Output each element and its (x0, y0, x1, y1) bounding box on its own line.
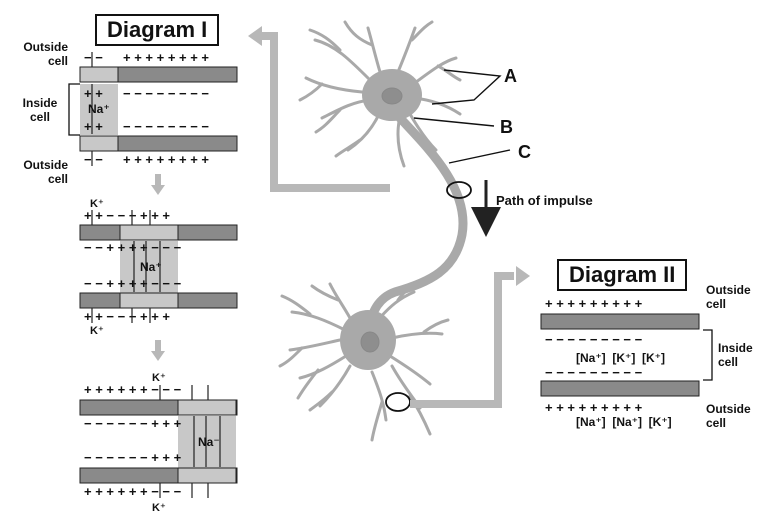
outside-cell-label-top: Outside cell (23, 40, 68, 68)
svg-text:− − − − − − − − −: − − − − − − − − − (545, 365, 643, 380)
step-arrows (151, 174, 165, 361)
label-a: A (504, 66, 517, 86)
k-label-3b: K⁺ (152, 502, 166, 514)
svg-text:+ +: + + (84, 86, 103, 101)
k-label-2b: K⁺ (90, 325, 104, 337)
label-pointers (413, 69, 511, 164)
d1-panel-3: + + + + + + − − − − − − − − − + + + − − … (79, 372, 238, 514)
d2-panel: + + + + + + + + + − − − − − − − − − − − … (540, 296, 700, 415)
lower-nucleus (360, 331, 380, 353)
k-label-3a: K⁺ (152, 372, 166, 384)
inside-cell-label: Inside cell (22, 96, 58, 124)
diagram-2-title: Diagram II (557, 259, 688, 291)
d2-inside-bracket (703, 329, 713, 381)
arrow-to-diagram1 (248, 26, 262, 46)
svg-text:+ + + + + + + +: + + + + + + + + (123, 152, 209, 167)
d2-outside-cell-label-bottom: Outside cell (706, 402, 751, 430)
d2-outside-ions: [Na⁺] [Na⁺] [K⁺] (576, 415, 672, 429)
svg-text:− −: − − (84, 50, 103, 65)
na-label-3: Na⁻ (198, 435, 220, 449)
svg-text:− − + + + + − − −: − − + + + + − − − (84, 240, 182, 255)
svg-text:+ +: + + (84, 119, 103, 134)
d2-outside-cell-label-top: Outside cell (706, 283, 751, 311)
svg-text:+ + + + + + − − −: + + + + + + − − − (84, 484, 182, 499)
k-label-2a: K⁺ (90, 198, 104, 210)
label-c: C (518, 142, 531, 162)
outside-cell-label-bottom: Outside cell (23, 158, 68, 186)
svg-text:− − − − − − + + +: − − − − − − + + + (84, 450, 182, 465)
arrow-to-diagram2 (516, 266, 530, 286)
label-b: B (500, 117, 513, 137)
svg-text:− − − − − − − − −: − − − − − − − − − (545, 332, 643, 347)
svg-text:+ + − − − + + +: + + − − − + + + (84, 208, 170, 223)
svg-text:+ + + + + + − − −: + + + + + + − − − (84, 382, 182, 397)
axon (363, 113, 468, 335)
d2-inside-cell-label: Inside cell (718, 341, 753, 369)
na-label-1: Na⁺ (88, 102, 110, 116)
svg-text:+ + + + + + + + +: + + + + + + + + + (545, 296, 643, 311)
d2-inside-ions: [Na⁺] [K⁺] [K⁺] (576, 351, 665, 365)
neuron (278, 20, 468, 442)
inside-bracket (68, 83, 80, 136)
connector-arrows (258, 32, 514, 408)
axon-circle-upper (446, 181, 472, 199)
svg-text:+ + + + + + + + +: + + + + + + + + + (545, 400, 643, 415)
d1-panel-1: − − + + + + + + + + + + − − − − − − − − … (79, 50, 238, 167)
diagram-1-title: Diagram I (95, 14, 220, 46)
svg-text:− − + + + + − − −: − − + + + + − − − (84, 276, 182, 291)
lower-dendrites (278, 280, 450, 442)
d1-panel-2: + + − − − + + + − − + + + + − − − − − + … (79, 198, 238, 337)
svg-text:− −: − − (84, 152, 103, 167)
path-of-impulse-label: Path of impulse (496, 193, 593, 208)
svg-text:− − − − − − − −: − − − − − − − − (123, 86, 209, 101)
axon-circle-lower (385, 392, 411, 412)
svg-text:− − − − − − + + +: − − − − − − + + + (84, 416, 182, 431)
svg-text:− − − − − − − −: − − − − − − − − (123, 119, 209, 134)
na-label-2: Na⁺ (140, 260, 162, 274)
svg-text:+ + + + + + + +: + + + + + + + + (123, 50, 209, 65)
upper-nucleus (381, 87, 403, 105)
svg-text:+ + − − − + + +: + + − − − + + + (84, 309, 170, 324)
